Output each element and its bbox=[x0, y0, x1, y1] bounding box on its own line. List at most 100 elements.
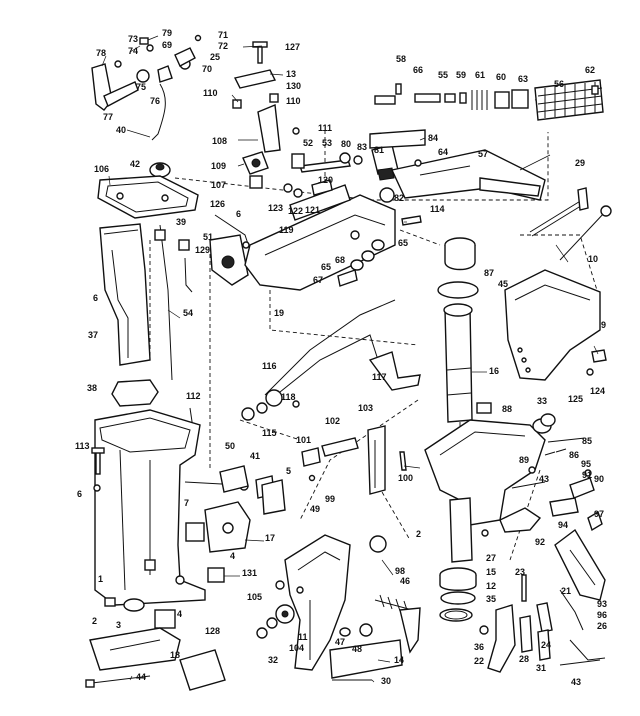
callout-91: 91 bbox=[582, 470, 592, 480]
callout-33: 33 bbox=[537, 396, 547, 406]
throttle-link-assembly bbox=[233, 41, 277, 89]
callout-36: 36 bbox=[474, 642, 484, 652]
callout-131: 131 bbox=[242, 568, 257, 578]
callout-39: 39 bbox=[176, 217, 186, 227]
callout-79: 79 bbox=[162, 28, 172, 38]
callout-4a: 4 bbox=[230, 551, 235, 561]
grommet-part bbox=[149, 162, 171, 178]
callout-27: 27 bbox=[486, 553, 496, 563]
callout-121: 121 bbox=[305, 205, 320, 215]
callout-88: 88 bbox=[502, 404, 512, 414]
callout-51: 51 bbox=[203, 232, 213, 242]
callout-17: 17 bbox=[265, 533, 275, 543]
callout-97: 97 bbox=[594, 509, 604, 519]
callout-106: 106 bbox=[94, 164, 109, 174]
callout-25: 25 bbox=[210, 52, 220, 62]
callout-63: 63 bbox=[518, 74, 528, 84]
callout-61: 61 bbox=[475, 70, 485, 80]
callout-77: 77 bbox=[103, 112, 113, 122]
housing-blocks bbox=[104, 567, 225, 629]
callout-40: 40 bbox=[116, 125, 126, 135]
callout-117: 117 bbox=[372, 372, 387, 382]
callout-125: 125 bbox=[568, 394, 583, 404]
callout-64: 64 bbox=[438, 147, 448, 157]
callout-labels: 79 71 73 69 72 74 25 78 70 127 75 76 13 … bbox=[75, 28, 607, 687]
bracket-small-parts bbox=[219, 465, 286, 515]
callout-82: 82 bbox=[394, 193, 404, 203]
callout-101: 101 bbox=[296, 435, 311, 445]
housing-bolts bbox=[91, 447, 105, 492]
callout-68: 68 bbox=[335, 255, 345, 265]
callout-24: 24 bbox=[541, 640, 551, 650]
callout-127: 127 bbox=[285, 42, 300, 52]
callout-7: 7 bbox=[184, 498, 189, 508]
callout-10: 10 bbox=[588, 254, 598, 264]
bushing-set bbox=[154, 229, 190, 251]
callout-29: 29 bbox=[575, 158, 585, 168]
callout-128: 128 bbox=[205, 626, 220, 636]
callout-49: 49 bbox=[310, 504, 320, 514]
callout-41: 41 bbox=[250, 451, 260, 461]
callout-100: 100 bbox=[398, 473, 413, 483]
intake-assembly bbox=[209, 214, 250, 286]
tilt-rod bbox=[529, 187, 612, 261]
callout-43a: 43 bbox=[539, 474, 549, 484]
callout-115: 115 bbox=[262, 428, 277, 438]
callout-110b: 110 bbox=[286, 96, 301, 106]
friction-block bbox=[283, 179, 333, 198]
throttle-cam-assembly bbox=[232, 93, 300, 189]
callout-123: 123 bbox=[268, 203, 283, 213]
callout-71: 71 bbox=[218, 30, 228, 40]
callout-57: 57 bbox=[478, 149, 488, 159]
leader-lines bbox=[101, 35, 599, 683]
callout-67: 67 bbox=[313, 275, 323, 285]
callout-86: 86 bbox=[569, 450, 579, 460]
callout-65b: 65 bbox=[321, 262, 331, 272]
callout-48: 48 bbox=[352, 644, 362, 654]
shift-linkage bbox=[184, 425, 407, 495]
callout-13: 13 bbox=[286, 69, 296, 79]
callout-110a: 110 bbox=[203, 88, 218, 98]
callout-83: 83 bbox=[357, 142, 367, 152]
callout-81: 81 bbox=[374, 145, 384, 155]
callout-105: 105 bbox=[247, 592, 262, 602]
callout-30: 30 bbox=[381, 676, 391, 686]
callout-99: 99 bbox=[325, 494, 335, 504]
callout-96: 96 bbox=[597, 610, 607, 620]
callout-23: 23 bbox=[515, 567, 525, 577]
callout-5: 5 bbox=[286, 466, 291, 476]
callout-113: 113 bbox=[75, 441, 90, 451]
swivel-bracket bbox=[424, 418, 552, 563]
callout-31: 31 bbox=[536, 663, 546, 673]
callout-114: 114 bbox=[430, 204, 445, 214]
callout-28: 28 bbox=[519, 654, 529, 664]
callout-16: 16 bbox=[489, 366, 499, 376]
callout-12: 12 bbox=[486, 581, 496, 591]
callout-130: 130 bbox=[286, 81, 301, 91]
callout-56: 56 bbox=[554, 79, 564, 89]
callout-6b: 6 bbox=[93, 293, 98, 303]
callout-4b: 4 bbox=[177, 609, 182, 619]
callout-55: 55 bbox=[438, 70, 448, 80]
tilt-lock-parts bbox=[511, 437, 586, 489]
clamp-screw-parts bbox=[329, 594, 421, 681]
callout-111: 111 bbox=[318, 123, 332, 133]
assembly-guide-lines bbox=[149, 89, 601, 561]
callout-59: 59 bbox=[456, 70, 466, 80]
steering-tube bbox=[437, 237, 479, 423]
callout-2b: 2 bbox=[92, 616, 97, 626]
callout-58: 58 bbox=[396, 54, 406, 64]
seal-ring-stack bbox=[369, 535, 477, 622]
callout-73: 73 bbox=[128, 34, 138, 44]
stern-bracket bbox=[504, 269, 607, 381]
callout-15: 15 bbox=[486, 567, 496, 577]
tilt-pin-parts bbox=[479, 574, 606, 673]
callout-38: 38 bbox=[87, 383, 97, 393]
shift-rod bbox=[159, 224, 173, 381]
callout-66: 66 bbox=[413, 65, 423, 75]
callout-72: 72 bbox=[218, 41, 228, 51]
callout-62: 62 bbox=[585, 65, 595, 75]
callout-109: 109 bbox=[211, 161, 226, 171]
lower-cover-parts bbox=[85, 627, 226, 691]
